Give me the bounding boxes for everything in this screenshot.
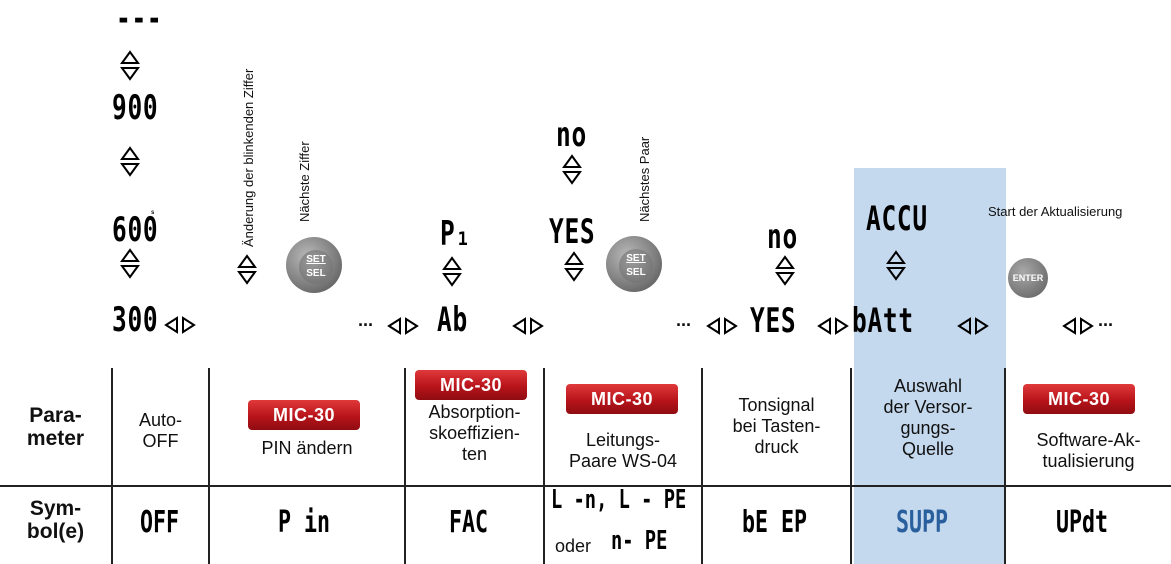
beep-bottom-value: YES: [750, 301, 797, 341]
symbol-off: OFF: [140, 505, 180, 540]
start-update-label: Start der Aktualisierung: [988, 204, 1123, 219]
symbol-supply: SUPP: [896, 505, 949, 540]
up-down-arrows-icon: [442, 256, 462, 287]
symbol-fac: FAC: [449, 505, 489, 540]
mic30-badge: MIC-30: [566, 384, 678, 414]
supply-column-highlight: [854, 168, 1006, 564]
pairs-top-value: no: [556, 115, 587, 155]
param-beep: Tonsignal bei Tasten- druck: [732, 395, 821, 457]
symbol-update: UPdt: [1056, 505, 1109, 540]
symbol-row-header: Sym- bol(e): [26, 497, 85, 543]
symbol-line-pairs-2: n- PE: [611, 526, 668, 556]
set-sel-button[interactable]: SET SEL: [606, 236, 662, 292]
ellipsis: ···: [676, 315, 692, 335]
sel-label: SEL: [626, 267, 646, 278]
column-divider: [111, 368, 113, 564]
next-digit-label: Nächste Ziffer: [297, 141, 312, 222]
column-divider: [701, 368, 703, 564]
supply-top-value: ACCU: [866, 199, 928, 239]
left-right-arrows-icon: [512, 317, 544, 335]
left-right-arrows-icon: [706, 317, 738, 335]
mic30-badge: MIC-30: [415, 370, 527, 400]
autooff-unit: s: [151, 307, 155, 313]
column-divider: [1004, 368, 1006, 564]
autooff-dashes: ---: [116, 0, 163, 39]
mic30-badge: MIC-30: [248, 400, 360, 430]
left-right-arrows-icon: [957, 317, 989, 335]
autooff-value-600: 600: [112, 210, 159, 250]
absorption-bottom-value: Ab: [437, 300, 468, 340]
param-software-update: Software-Ak- tualisierung: [1036, 430, 1141, 471]
up-down-arrows-icon: [237, 254, 257, 285]
up-down-arrows-icon: [120, 50, 140, 81]
param-absorption: Absorption- skoeffizien- ten: [428, 402, 521, 464]
symbol-beep: bE EP: [742, 505, 808, 540]
param-pin: PIN ändern: [261, 438, 353, 458]
symbol-or-label: oder: [555, 536, 592, 556]
symbol-line-pairs-1: L -n, L - PE: [551, 485, 687, 515]
next-pair-label: Nächstes Paar: [637, 136, 652, 222]
change-digit-label: Änderung der blinkenden Ziffer: [241, 68, 256, 247]
autooff-value-300: 300: [112, 300, 159, 340]
set-label: SET: [306, 254, 326, 265]
set-label: SET: [626, 253, 646, 264]
up-down-arrows-icon: [120, 146, 140, 177]
mic30-badge: MIC-30: [1023, 384, 1135, 414]
left-right-arrows-icon: [817, 317, 849, 335]
set-sel-button-face: SET SEL: [299, 250, 333, 284]
beep-top-value: no: [767, 217, 798, 257]
set-sel-button-face: SET SEL: [619, 249, 653, 283]
parameter-row-header: Para- meter: [26, 404, 85, 450]
up-down-arrows-icon: [120, 248, 140, 279]
column-divider: [208, 368, 210, 564]
param-auto-off: Auto- OFF: [138, 410, 183, 451]
left-right-arrows-icon: [164, 316, 196, 334]
up-down-arrows-icon: [564, 251, 584, 282]
up-down-arrows-icon: [562, 154, 582, 185]
autooff-unit: s: [151, 210, 155, 216]
column-divider: [850, 368, 852, 564]
param-supply: Auswahl der Versor- gungs- Quelle: [883, 376, 973, 459]
pairs-mid-value: YES: [549, 212, 596, 252]
autooff-unit: s: [151, 97, 155, 103]
up-down-arrows-icon: [886, 250, 906, 281]
ellipsis: ···: [1098, 315, 1114, 335]
up-down-arrows-icon: [775, 255, 795, 286]
ellipsis: ···: [358, 315, 374, 335]
param-line-pairs: Leitungs- Paare WS-04: [568, 430, 678, 471]
left-right-arrows-icon: [387, 317, 419, 335]
enter-button[interactable]: ENTER: [1008, 258, 1048, 298]
symbol-pin: P in: [278, 505, 331, 540]
set-sel-button[interactable]: SET SEL: [286, 237, 342, 293]
sel-label: SEL: [306, 268, 326, 279]
column-divider: [543, 368, 545, 564]
autooff-value-900: 900: [112, 88, 159, 128]
left-right-arrows-icon: [1062, 317, 1094, 335]
column-divider: [404, 368, 406, 564]
absorption-top-value: P₁: [440, 214, 471, 254]
supply-bottom-value: bAtt: [852, 301, 914, 341]
row-divider: [0, 485, 1171, 487]
